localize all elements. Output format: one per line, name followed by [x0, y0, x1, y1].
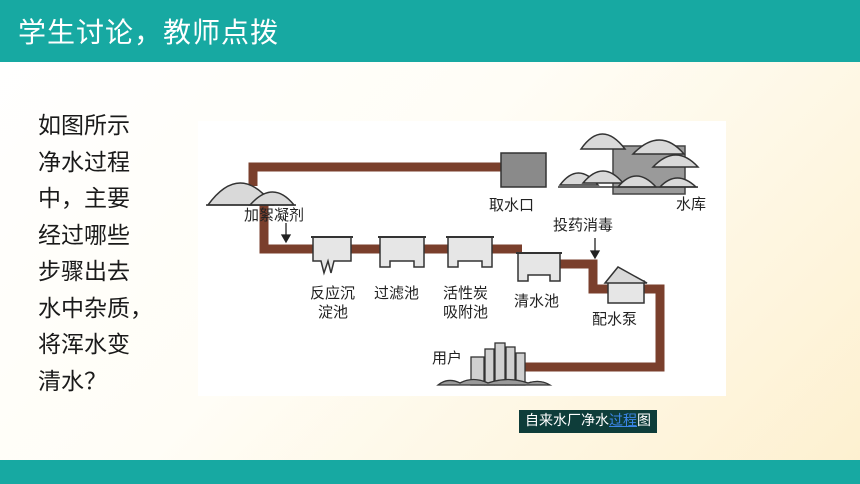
reservoir-icon	[558, 133, 700, 195]
footer-bar	[0, 460, 860, 484]
question-line: 水中杂质，	[38, 295, 153, 322]
water-treatment-diagram: 取水口 水库 加絮凝剂 投药消毒 反应沉 淀池 过滤池 活性炭 吸附池 清水池 …	[198, 121, 726, 396]
question-line: 如图所示	[38, 113, 130, 139]
question-line: 步骤出去	[38, 259, 130, 285]
carbon-label-2: 吸附池	[443, 303, 488, 321]
carbon-label-1: 活性炭	[443, 284, 488, 302]
sedimentation-label-2: 淀池	[318, 303, 348, 321]
user-buildings-icon	[436, 342, 553, 386]
filter-tank	[378, 236, 426, 268]
sedimentation-label-1: 反应沉	[310, 284, 355, 302]
intake-label: 取水口	[489, 196, 534, 214]
question-line: 经过哪些	[38, 222, 130, 249]
pump-house-icon	[603, 266, 648, 304]
clear-water-tank	[516, 252, 562, 282]
page-title: 学生讨论，教师点拨	[18, 16, 280, 49]
question-text: 如图所示 净水过程 中，主要 经过哪些 步骤出去 水中杂质， 将浑水变 清水？	[38, 108, 166, 400]
dosing-arrows	[280, 223, 601, 260]
carbon-tank	[446, 236, 494, 268]
question-line: 中，主要	[38, 186, 130, 212]
sedimentation-tank	[311, 236, 353, 276]
hills-icon	[206, 182, 296, 206]
disinfect-label: 投药消毒	[553, 216, 613, 234]
filter-label: 过滤池	[374, 284, 419, 302]
user-label: 用户	[432, 349, 462, 367]
pump-label: 配水泵	[592, 310, 637, 328]
question-line: 将浑水变	[38, 332, 130, 358]
clear-water-label: 清水池	[514, 292, 559, 310]
reservoir-label: 水库	[676, 195, 706, 213]
caption-prefix: 自来水厂净水	[525, 413, 609, 429]
coagulant-label: 加絮凝剂	[244, 206, 304, 224]
question-line: 净水过程	[38, 149, 130, 176]
question-line: 清水？	[38, 368, 107, 395]
title-bar: 学生讨论，教师点拨	[0, 0, 860, 62]
caption-link[interactable]: 过程	[609, 413, 637, 429]
diagram-caption: 自来水厂净水过程图	[519, 410, 657, 433]
intake-box	[500, 152, 547, 188]
caption-suffix: 图	[637, 413, 651, 429]
